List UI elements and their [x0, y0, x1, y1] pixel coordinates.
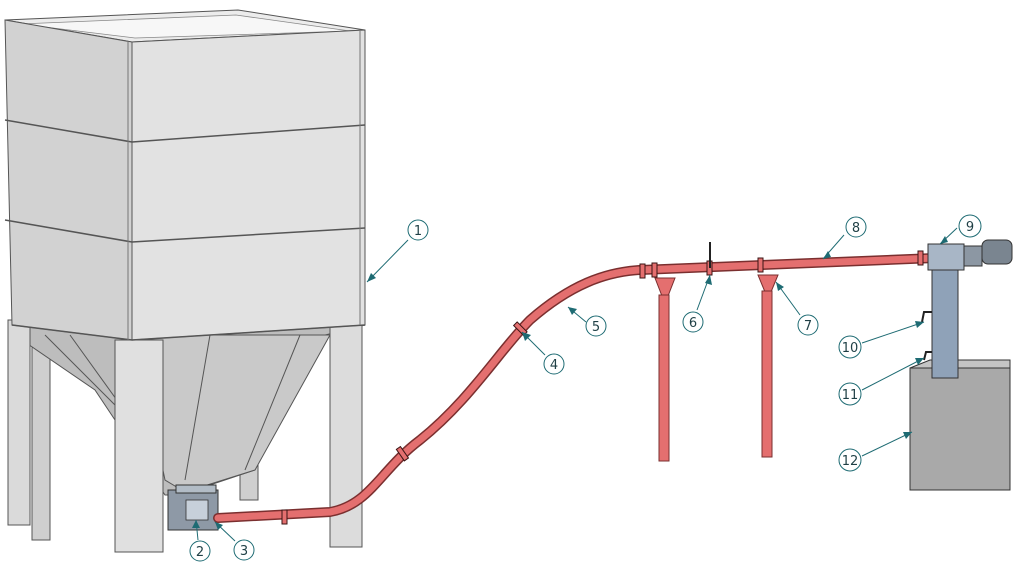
- callout-circle-7: [797, 314, 819, 336]
- hopper-rib: [244, 334, 301, 471]
- panel-seam: [131, 227, 366, 243]
- arrow-head: [915, 358, 924, 365]
- receiver-bin-top: [909, 359, 1011, 369]
- conveyor-tube-fill: [214, 254, 939, 522]
- callout-label-12: 12: [842, 454, 859, 469]
- callout-circle-11: [838, 382, 862, 406]
- callout-circle-9: [958, 214, 982, 238]
- panel-seam: [11, 324, 133, 341]
- arrow-head: [823, 251, 831, 259]
- drive-assembly: [909, 239, 1013, 491]
- tube-joint: [639, 263, 646, 279]
- callout-circle-8: [845, 216, 867, 238]
- conveyor: [213, 242, 940, 525]
- drive-motor: [981, 239, 1013, 265]
- feeder: [167, 484, 219, 531]
- callout-circle-6: [682, 311, 704, 333]
- sensor-upper: [921, 311, 932, 323]
- discharge-spout-left: [654, 277, 676, 462]
- callout-label-9: 9: [966, 220, 974, 235]
- panel-seam: [131, 124, 366, 143]
- silo-leg-front-left: [7, 319, 31, 526]
- sensor-lower: [923, 351, 932, 361]
- callout-labels: 1 2 3 4 5 6 7 8 9 10 11 12: [196, 220, 974, 560]
- callout-label-11: 11: [842, 388, 859, 403]
- arrow-head: [367, 273, 376, 282]
- callout-circle-12: [838, 448, 862, 472]
- leader-line-1: [366, 239, 409, 283]
- arrow-head: [192, 520, 200, 528]
- arrow-head: [903, 432, 912, 439]
- tube-joint: [281, 509, 288, 525]
- callout-label-10: 10: [842, 341, 859, 356]
- arrow-head: [776, 282, 784, 291]
- silo: [4, 9, 366, 553]
- arrow-head: [705, 275, 712, 285]
- tube-joint: [395, 445, 410, 462]
- silo-hopper-front: [134, 334, 331, 493]
- leader-line-12: [861, 431, 913, 457]
- callout-label-6: 6: [689, 316, 697, 331]
- silo-front-panel: [131, 29, 366, 341]
- discharge-spout-right: [757, 274, 779, 458]
- silo-leg-front-center: [114, 339, 164, 553]
- feeder-window: [185, 499, 209, 521]
- silo-side-left: [4, 19, 133, 341]
- receiver-bin: [909, 367, 1011, 491]
- hopper-rib: [184, 334, 211, 481]
- tube-joint: [917, 250, 924, 266]
- feeder-top: [175, 484, 217, 494]
- callout-circle-5: [585, 315, 607, 337]
- callout-circle-3: [233, 539, 255, 561]
- callout-label-7: 7: [804, 319, 812, 334]
- callout-label-3: 3: [240, 544, 248, 559]
- arrow-head: [215, 522, 223, 530]
- tube-joint: [757, 257, 764, 273]
- vertical-column: [931, 267, 959, 379]
- panel-seam: [4, 219, 133, 243]
- callout-circle-4: [543, 353, 565, 375]
- callout-label-5: 5: [592, 320, 600, 335]
- tube-joint: [651, 262, 658, 278]
- callout-label-1: 1: [414, 224, 422, 239]
- arrow-head: [940, 236, 948, 244]
- drive-head-box: [927, 243, 965, 271]
- panel-seam: [131, 324, 366, 341]
- drive-gearbox: [963, 245, 983, 267]
- callout-circle-1: [407, 219, 429, 241]
- callout-label-4: 4: [550, 358, 558, 373]
- callout-circle-10: [838, 335, 862, 359]
- arrow-head: [568, 307, 577, 315]
- callout-label-8: 8: [852, 221, 860, 236]
- callout-circle-2: [189, 540, 211, 562]
- leader-line-11: [861, 357, 925, 391]
- arrow-head: [915, 321, 924, 328]
- callouts: [189, 214, 982, 562]
- leader-line-10: [861, 321, 925, 344]
- panel-seam: [4, 119, 133, 143]
- callout-label-2: 2: [196, 545, 204, 560]
- arrow-head: [522, 332, 531, 341]
